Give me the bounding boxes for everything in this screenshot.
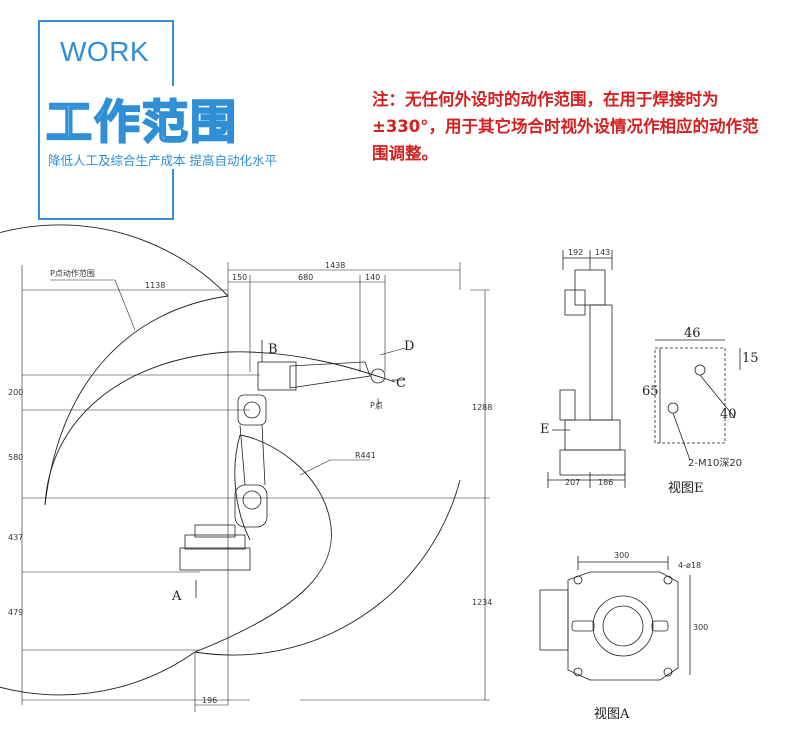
dim-437: 437 [8, 533, 23, 542]
dim-1234: 1234 [472, 598, 492, 607]
dim-200: 200 [8, 388, 23, 397]
view-a-holes-note: 4-ø18 [678, 561, 701, 570]
dim-479: 479 [8, 608, 23, 617]
letter-d: D [404, 339, 414, 354]
side-dim-207: 207 [565, 478, 580, 487]
side-dim-192: 192 [568, 248, 583, 257]
side-letter-e: E [540, 422, 550, 437]
main-dimension-lines [21, 262, 490, 712]
dim-580: 580 [8, 453, 23, 462]
view-e-dim-15: 15 [742, 351, 759, 366]
page-subtitle: 降低人工及综合生产成本 提高自动化水平 [48, 150, 281, 169]
side-dim-143: 143 [595, 248, 610, 257]
view-e-dim-65: 65 [642, 384, 659, 399]
dim-150: 150 [232, 273, 247, 282]
letter-b: B [268, 342, 278, 357]
dim-140: 140 [365, 273, 380, 282]
dim-1288: 1288 [472, 403, 492, 412]
view-a-drawing [539, 556, 691, 681]
view-e-drawing [654, 339, 741, 461]
dim-680: 680 [298, 273, 313, 282]
letter-a: A [171, 589, 182, 604]
range-label: P点动作范围 [50, 268, 95, 278]
page-title: 工作范围 [42, 86, 242, 152]
view-a-dim-300-horizontal: 300 [614, 551, 629, 560]
work-range-envelope [0, 224, 461, 696]
note-text: 注：无任何外设时的动作范围，在用于焊接时为±330°，用于其它场合时视外设情况作… [372, 90, 759, 163]
side-dim-186: 186 [598, 478, 613, 487]
side-view [547, 250, 626, 488]
view-a-dim-300-vertical: 300 [693, 623, 708, 632]
robot-arm-sketch [179, 340, 386, 571]
dim-1438: 1438 [325, 261, 345, 270]
view-e-hole-note: 2-M10深20 [688, 457, 742, 469]
work-label: WORK [60, 36, 150, 67]
radius-label: R441 [355, 451, 376, 460]
view-e-dim-40: 40 [720, 407, 737, 422]
view-e-dim-46: 46 [684, 326, 701, 341]
letter-c: C [396, 376, 406, 391]
view-a-title: 视图A [594, 707, 630, 722]
dim-196: 196 [202, 696, 217, 705]
view-e-title: 视图E [668, 481, 704, 496]
point-label: P点 [370, 401, 383, 410]
dim-1138: 1138 [145, 281, 165, 290]
